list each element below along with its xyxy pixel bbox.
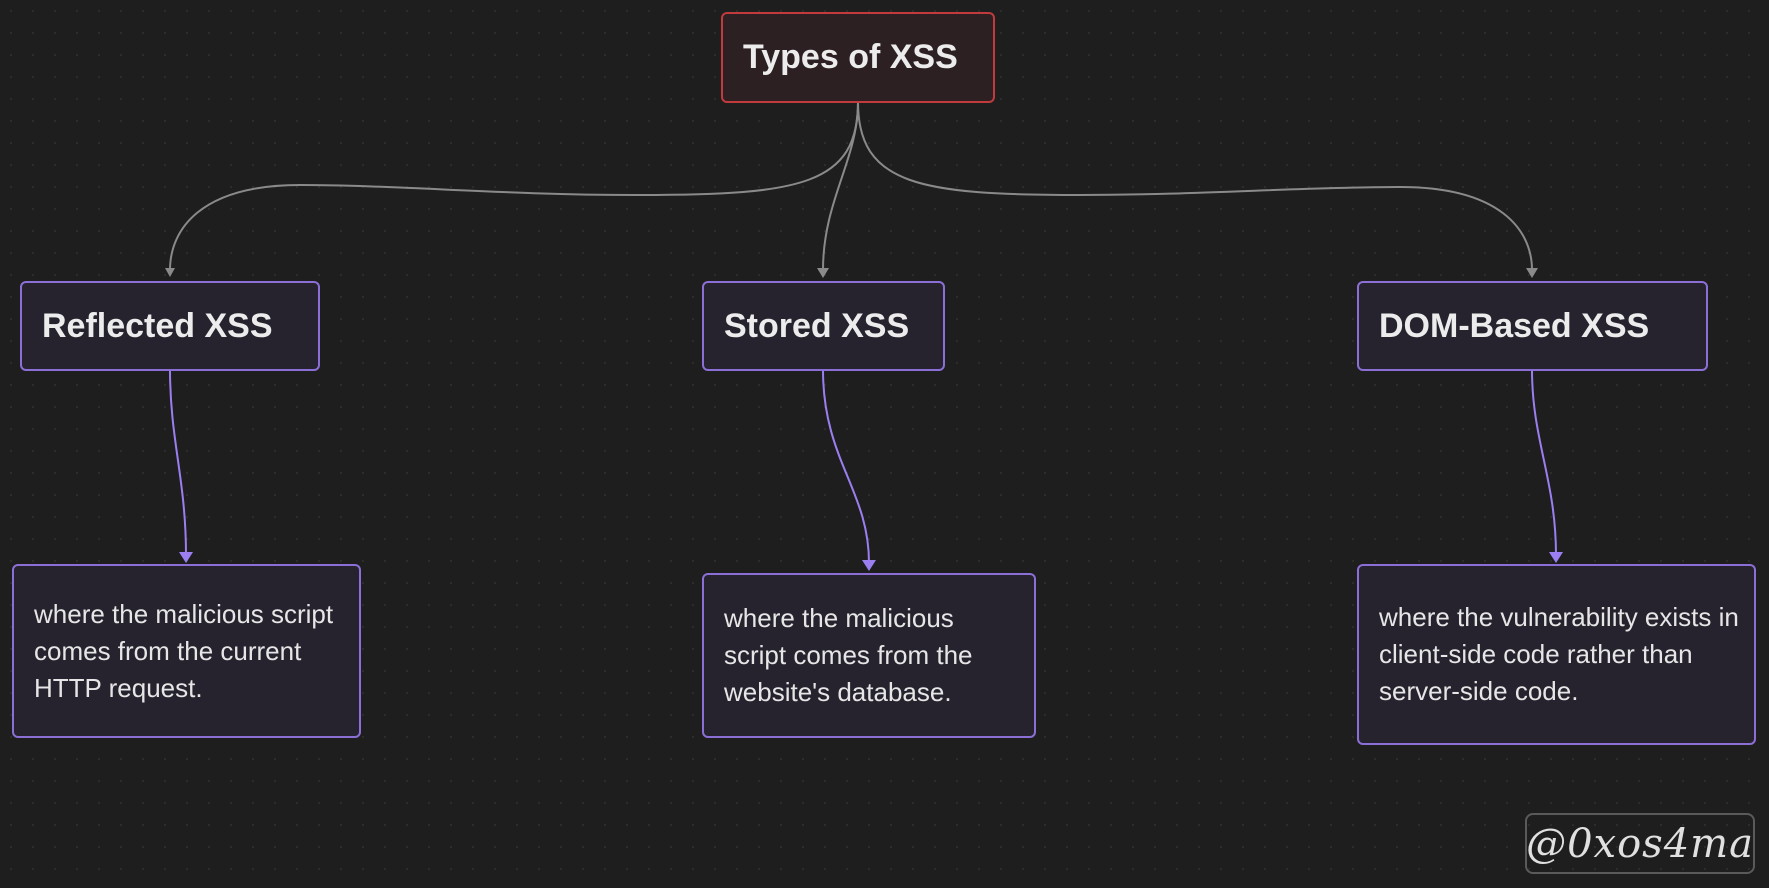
arrowhead [1549,552,1563,563]
description-text: where the vulnerability exists in client… [1379,602,1739,706]
node-stored-xss[interactable]: Stored XSS [702,281,945,371]
description-text: where the malicious script comes from th… [34,598,334,703]
arrowhead [1526,268,1538,278]
arrowhead [179,552,193,563]
node-label: DOM-Based XSS [1379,306,1650,345]
node-label: Reflected XSS [42,306,273,345]
node-dom-based-xss[interactable]: DOM-Based XSS [1357,281,1708,371]
author-watermark: @0xos4ma [1525,813,1755,874]
desc-node-stored-xss[interactable]: where the malicious script comes from th… [702,573,1036,738]
edge-stored-to-desc [822,369,870,564]
edge-root-to-stored [822,101,859,271]
description-text: where the malicious script comes from th… [724,603,973,707]
arrowhead [165,268,175,277]
edge-reflected-to-desc [169,369,187,556]
arrowhead [817,268,829,278]
edge-root-to-reflected [169,101,859,271]
root-node-label: Types of XSS [743,38,958,76]
root-node-types-of-xss[interactable]: Types of XSS [721,12,995,103]
node-label: Stored XSS [724,306,910,345]
arrowhead [862,560,876,571]
desc-node-dom-based-xss[interactable]: where the vulnerability exists in client… [1357,564,1756,745]
edge-dom-to-desc [1531,369,1557,556]
node-reflected-xss[interactable]: Reflected XSS [20,281,320,371]
desc-node-reflected-xss[interactable]: where the malicious script comes from th… [12,564,361,738]
watermark-text: @0xos4ma [1526,820,1754,867]
edge-root-to-dom [857,101,1533,271]
